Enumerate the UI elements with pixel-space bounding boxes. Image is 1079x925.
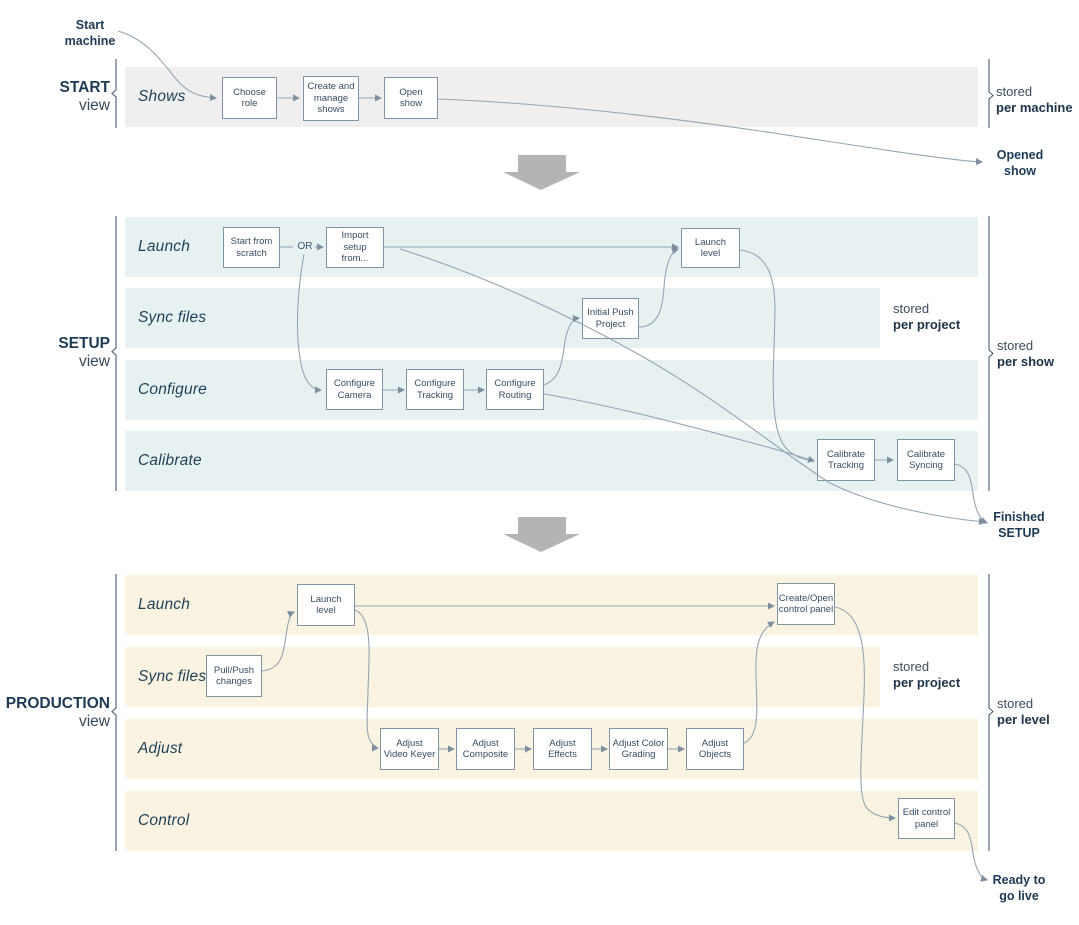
lane-label-shows: Shows [138,88,186,105]
setup-title: SETUP [58,335,110,352]
lane-label-setup-calibrate: Calibrate [138,452,202,469]
box-configure-camera: Configure Camera [326,369,383,410]
box-import-setup-from: Import setup from... [326,227,384,268]
box-configure-routing: Configure Routing [486,369,544,410]
connector-launch-level-to-calibrate-tracking [739,249,810,461]
lane-setup-sync-files: Sync files [125,288,880,348]
start-left-bracket [111,59,117,128]
stored-prefix: stored [893,301,930,316]
box-choose-role: Choose role [222,77,277,119]
box-adjust-color-grading: Adjust Color Grading [609,728,668,770]
box-start-from-scratch: Start from scratch [223,227,280,268]
box-edit-control-panel: Edit control panel [898,798,955,839]
lane-label-production-control: Control [138,812,190,829]
setup-stored-per-project: stored per project [893,301,960,333]
start-view-label: view [78,97,110,114]
lane-label-production-adjust: Adjust [138,740,183,757]
stored-per-show: stored per show [997,338,1054,370]
stored-prefix: stored [996,84,1033,99]
stored-scope: per show [997,354,1055,369]
start-title: START [59,79,110,96]
lane-label-production-launch: Launch [138,596,191,613]
section-label-setup: SETUP view [20,335,110,371]
box-create-open-control-panel: Create/Open control panel [777,583,835,625]
production-right-bracket [988,574,994,851]
finished-setup-label: Finished SETUP [993,510,1045,540]
lane-label-production-sync-files: Sync files [138,668,207,685]
section-label-start: START view [20,79,110,115]
production-title: PRODUCTION [5,695,110,712]
setup-right-bracket [988,216,994,491]
ready-to-go-live-label: Ready to go live [992,873,1046,903]
stored-scope: per project [893,317,961,332]
stored-prefix: stored [893,659,930,674]
box-adjust-composite: Adjust Composite [456,728,515,770]
stored-per-level: stored per level [997,696,1050,728]
stored-prefix: stored [997,338,1034,353]
opened-show-label: Opened show [996,148,1044,178]
box-create-and-manage-shows: Create and manage shows [303,76,359,121]
box-open-show: Open show [384,77,438,119]
box-pull-push-changes: Pull/Push changes [206,655,262,697]
production-view-label: view [78,713,110,730]
section-label-production: PRODUCTION view [2,695,110,731]
box-configure-tracking: Configure Tracking [406,369,464,410]
box-calibrate-tracking: Calibrate Tracking [817,439,875,481]
setup-view-label: view [78,353,110,370]
stored-prefix: stored [997,696,1034,711]
stored-per-machine: stored per machine [996,84,1073,116]
setup-left-bracket [111,216,117,491]
start-right-bracket [988,59,994,128]
connector-create-open-to-edit-panel [834,606,897,822]
box-setup-launch-level: Launch level [681,228,740,268]
section-arrow-setup-to-production [503,517,580,552]
box-adjust-effects: Adjust Effects [533,728,592,770]
stored-scope: per project [893,675,961,690]
lane-setup-configure: Configure [125,360,978,420]
section-arrow-start-to-setup [503,155,580,190]
lane-production-launch: Launch [125,575,978,635]
start-machine-label: Start machine [64,18,116,48]
lane-label-setup-configure: Configure [138,381,208,398]
stored-scope: per machine [996,100,1073,115]
box-initial-push-project: Initial Push Project [582,298,639,339]
box-production-launch-level: Launch level [297,584,355,626]
lane-label-setup-launch: Launch [138,238,191,255]
lane-production-control: Control [125,791,978,851]
production-left-bracket [111,574,117,851]
box-calibrate-syncing: Calibrate Syncing [897,439,955,481]
box-adjust-objects: Adjust Objects [686,728,744,770]
stored-scope: per level [997,712,1050,727]
lane-label-setup-sync-files: Sync files [138,309,207,326]
or-label: OR [297,241,313,252]
box-adjust-video-keyer: Adjust Video Keyer [380,728,439,770]
production-stored-per-project: stored per project [893,659,960,691]
